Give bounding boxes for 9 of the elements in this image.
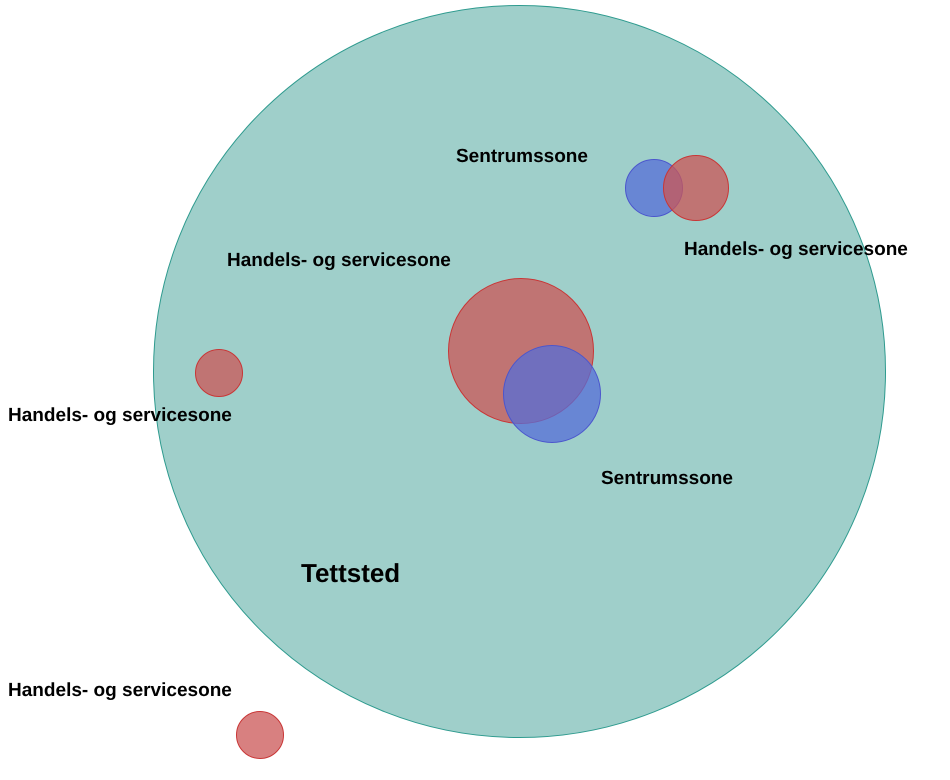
zone-label: Sentrumssone xyxy=(601,468,733,490)
zone-label: Handels- og servicesone xyxy=(227,250,451,272)
zone-circle xyxy=(236,711,284,759)
zone-label: Handels- og servicesone xyxy=(684,239,908,261)
area-label: Tettsted xyxy=(301,558,400,589)
zone-label: Handels- og servicesone xyxy=(8,405,232,427)
zone-label: Handels- og servicesone xyxy=(8,680,232,702)
zone-label: Sentrumssone xyxy=(456,146,588,168)
zone-circle xyxy=(195,349,243,397)
